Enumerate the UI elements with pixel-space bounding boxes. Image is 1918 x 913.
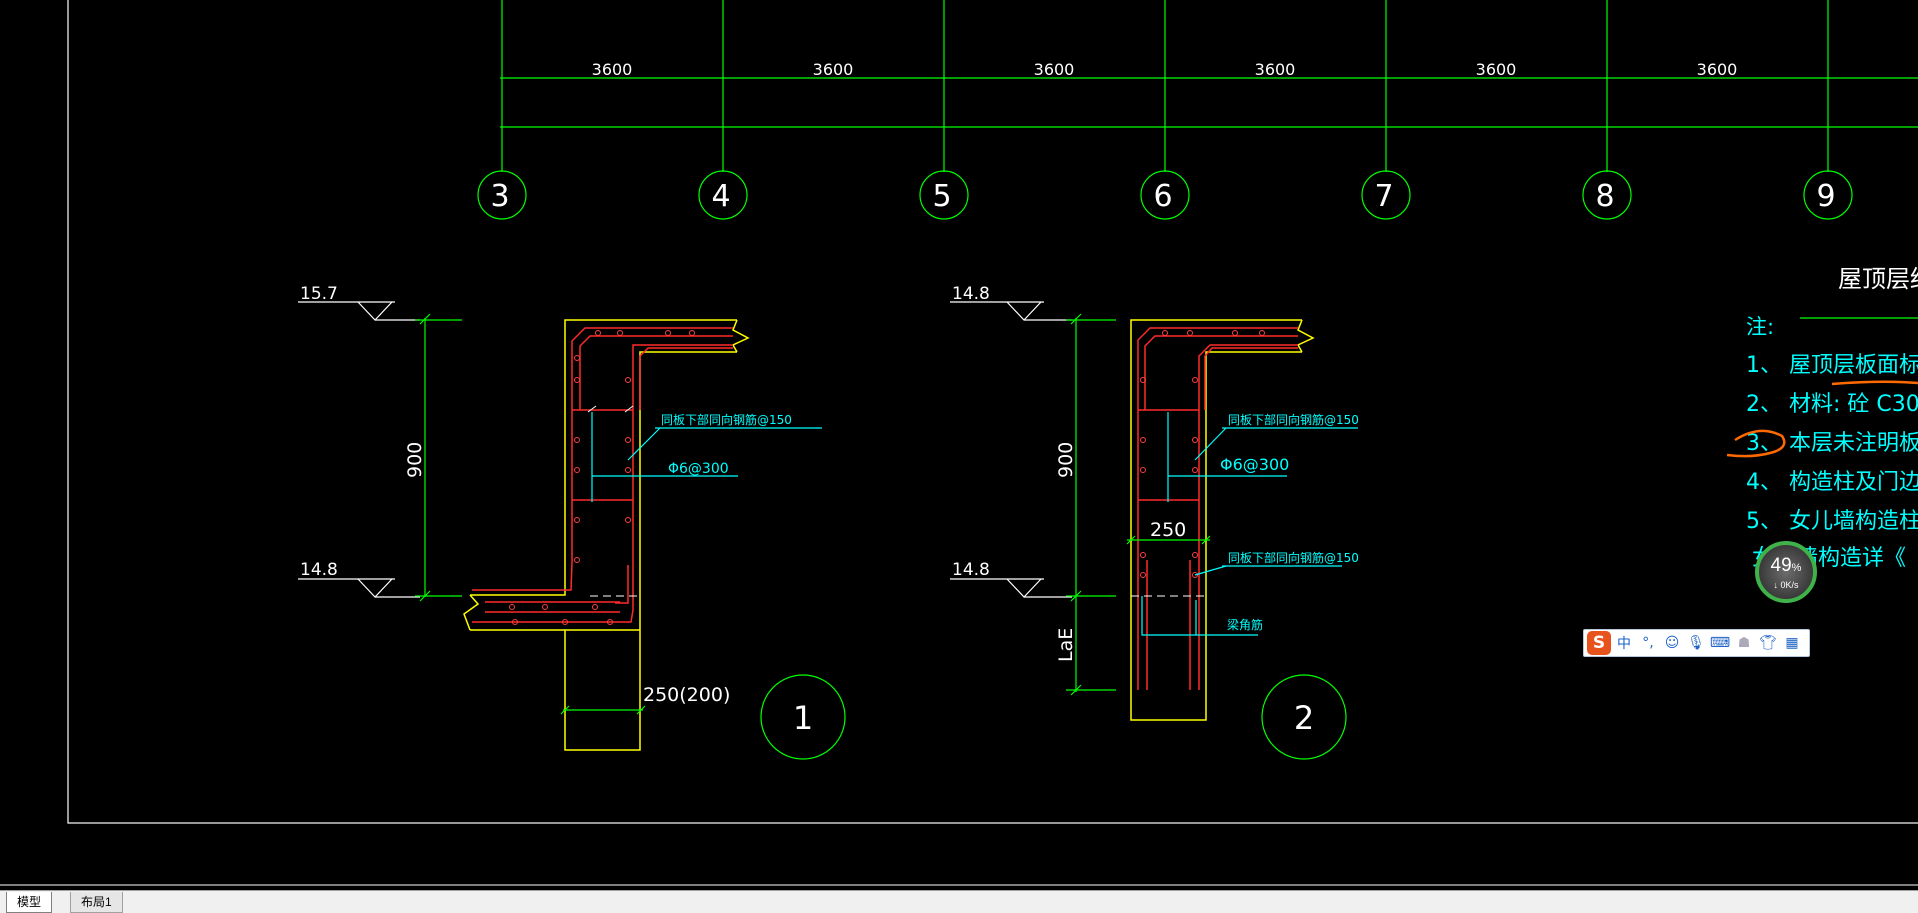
axis-label-4: 4 (711, 179, 730, 214)
rebar-note-1: 同板下部同向钢筋@150 (661, 412, 792, 427)
anchor-length-2: LaE (1055, 628, 1077, 662)
level-bottom-1: 14.8 (300, 560, 338, 580)
tab-model[interactable]: 模型 (6, 892, 53, 913)
dim-3600-1: 3600 (592, 60, 633, 79)
rebar-note-2-mid: 同板下部同向钢筋@150 (1228, 550, 1359, 565)
detail-label-1: 1 (793, 699, 813, 737)
dim-3600-2: 3600 (813, 60, 854, 79)
width-dim-2: 250 (1150, 519, 1186, 541)
detail-bubble-1 (760, 674, 846, 760)
axis-label-8: 8 (1595, 179, 1614, 214)
axis-label-3: 3 (490, 179, 509, 214)
stirrup-note-2: Φ6@300 (1220, 455, 1289, 474)
notes-heading: 注: (1746, 315, 1774, 339)
notes-title: 屋顶层结 (1838, 265, 1918, 293)
emoji-icon[interactable]: ☺ (1664, 635, 1680, 651)
level-bottom-2: 14.8 (952, 560, 990, 580)
dim-3600-5: 3600 (1476, 60, 1517, 79)
width-dim-1: 250(200) (643, 684, 730, 706)
dim-3600-4: 3600 (1255, 60, 1296, 79)
axis-label-5: 5 (932, 179, 951, 214)
axis-label-7: 7 (1374, 179, 1393, 214)
dim-3600-6: 3600 (1697, 60, 1738, 79)
ime-logo-icon[interactable]: S (1587, 631, 1611, 655)
axis-bubble-4 (698, 170, 748, 220)
user-icon[interactable]: ☗ (1737, 635, 1751, 651)
detail-bubble-2 (1261, 674, 1347, 760)
level-top-2: 14.8 (952, 284, 990, 304)
stirrup-note-1: Φ6@300 (668, 461, 729, 477)
network-speed-badge[interactable]: 49% ↓ 0K/s (1755, 541, 1817, 603)
cad-drawing-canvas[interactable]: 3600 3600 3600 3600 3600 3600 3 4 5 6 7 … (0, 0, 1918, 890)
speed-percent-value: 49 (1770, 555, 1792, 576)
ime-mode-toggle[interactable]: 中 (1617, 636, 1631, 652)
level-top-1: 15.7 (300, 284, 338, 304)
axis-bubble-6 (1140, 170, 1190, 220)
keyboard-icon[interactable]: ⌨ (1709, 635, 1731, 651)
height-dim-1: 900 (404, 442, 426, 478)
axis-bubble-3 (477, 170, 527, 220)
note-item-4: 4、 构造柱及门边柱 (1746, 470, 1918, 495)
markup-circle (1726, 429, 1786, 458)
axis-bubble-7 (1361, 170, 1411, 220)
axis-bubble-9 (1803, 170, 1853, 220)
rebar-note-2-top: 同板下部同向钢筋@150 (1228, 412, 1359, 427)
speed-percent-unit: % (1791, 562, 1802, 574)
speed-rate: ↓ 0K/s (1773, 580, 1799, 590)
markup-underline (1831, 380, 1918, 386)
note-item-1: 1、 屋顶层板面标高 (1746, 353, 1918, 378)
tab-layout1[interactable]: 布局1 (70, 892, 123, 913)
axis-bubble-8 (1582, 170, 1632, 220)
detail-2[interactable]: 14.8 14.8 900 LaE (950, 284, 1359, 760)
microphone-icon[interactable]: 🎙︎ (1687, 635, 1705, 651)
note-item-2: 2、 材料: 砼 C30 (1746, 392, 1918, 417)
axis-bubble-5 (919, 170, 969, 220)
beam-bar-note-2: 梁角筋 (1227, 617, 1263, 632)
axis-label-9: 9 (1816, 179, 1835, 214)
detail-label-2: 2 (1294, 699, 1314, 737)
height-dim-2: 900 (1055, 442, 1077, 478)
dim-3600-3: 3600 (1034, 60, 1075, 79)
general-notes[interactable]: 屋顶层结 注: 1、 屋顶层板面标高 2、 材料: 砼 C30 3、 本层未注明… (1726, 265, 1918, 571)
speed-percent: 49% (1759, 556, 1813, 578)
ime-toolbar[interactable]: S 中 °, ☺ 🎙︎ ⌨ ☗ 👕︎ ▦ (1583, 629, 1810, 657)
skin-icon[interactable]: 👕︎ (1759, 635, 1777, 651)
drawing-frame (67, 0, 1918, 824)
detail-1[interactable]: 15.7 14.8 900 (298, 284, 846, 760)
layout-tab-bar: 模型 布局1 (0, 890, 1918, 913)
axis-grid (477, 0, 1918, 220)
axis-label-6: 6 (1153, 179, 1172, 214)
note-item-5: 5、 女儿墙构造柱设 (1746, 509, 1918, 534)
grid-icon[interactable]: ▦ (1785, 635, 1799, 651)
ime-punct-toggle[interactable]: °, (1642, 635, 1654, 651)
